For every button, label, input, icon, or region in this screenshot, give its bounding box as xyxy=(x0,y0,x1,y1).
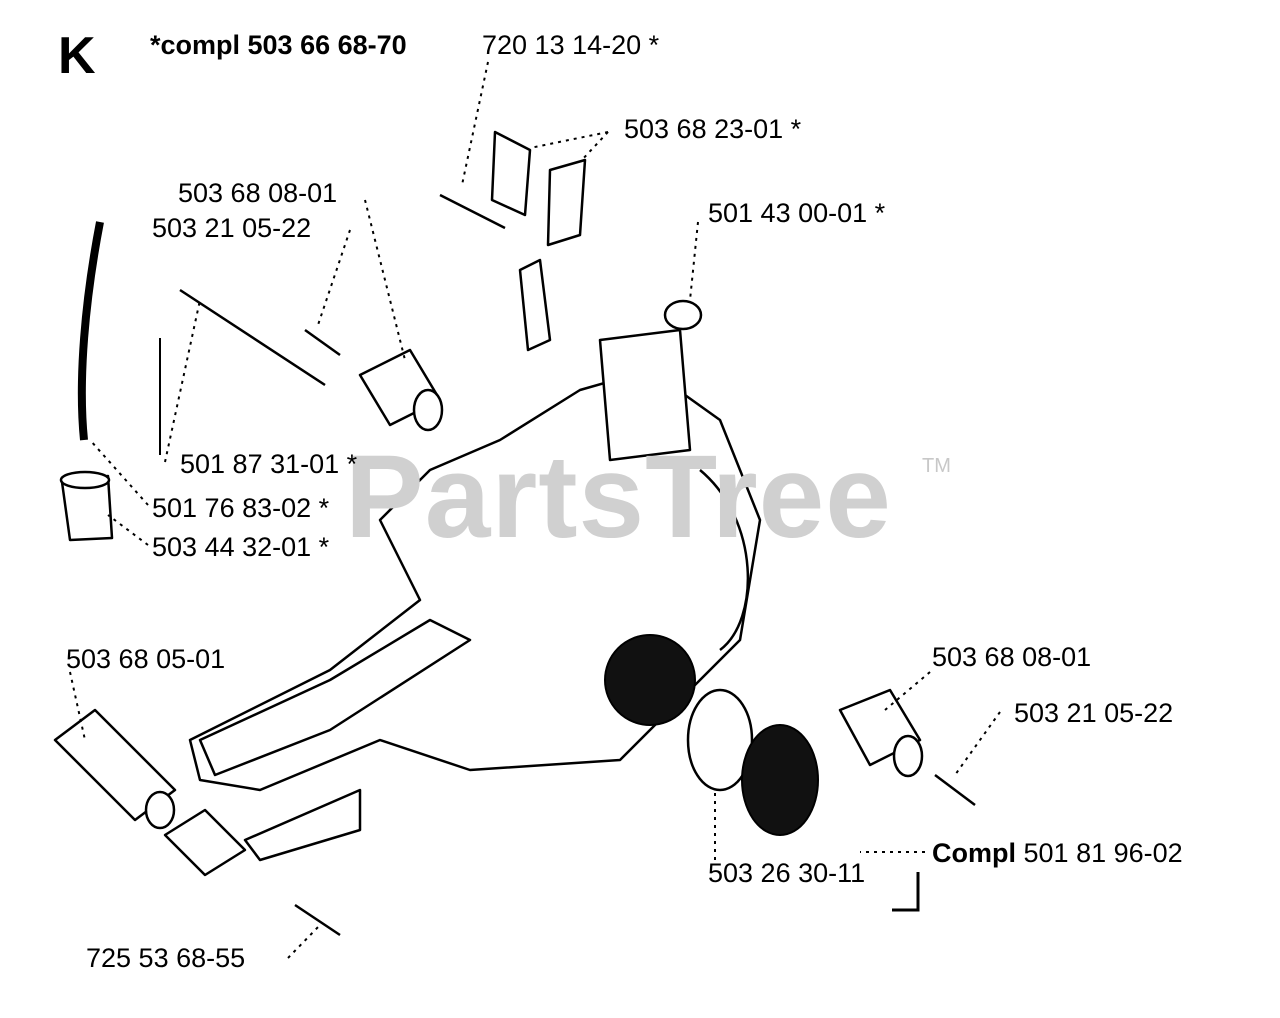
part-label-501-87-31-01: 501 87 31-01 * xyxy=(180,449,358,479)
oil-pump xyxy=(686,688,819,836)
bracket-plates xyxy=(490,130,587,352)
bushing-right xyxy=(838,688,924,778)
watermark: PartsTree xyxy=(345,431,892,563)
part-label-503-68-05-01: 503 68 05-01 xyxy=(66,644,226,674)
part-label-501-76-83-02: 501 76 83-02 * xyxy=(152,493,330,523)
rubber-plug xyxy=(59,470,114,542)
part-label-503-68-23-01: 503 68 23-01 * xyxy=(624,114,802,144)
nut xyxy=(663,299,703,331)
part-label-501-43-00-01: 501 43 00-01 * xyxy=(708,198,886,228)
screw-long xyxy=(179,288,326,387)
part-label-720-13-14-20: 720 13 14-20 * xyxy=(482,30,660,60)
crankcase-body xyxy=(188,328,762,792)
screw-top xyxy=(439,193,506,230)
part-label-503-26-30-11: 503 26 30-11 xyxy=(708,858,866,888)
screw-small-2 xyxy=(934,774,976,806)
part-label-725-53-68-55: 725 53 68-55 xyxy=(86,943,246,973)
leader-lines xyxy=(69,61,1001,959)
part-label-503-44-32-01: 503 44 32-01 * xyxy=(152,532,330,562)
kit-label: *compl 503 66 68-70 xyxy=(150,30,407,60)
screw-small-1 xyxy=(304,328,341,357)
compl-group-label: Compl 501 81 96-02 xyxy=(932,840,1183,867)
compl-prefix: Compl xyxy=(932,838,1016,868)
fuel-hose xyxy=(77,221,104,441)
screw-bottom xyxy=(294,903,341,937)
compl-bracket xyxy=(892,872,920,912)
part-label-503-21-05-22-upper: 503 21 05-22 xyxy=(152,213,312,243)
part-label-503-68-08-01-upper: 503 68 08-01 xyxy=(178,178,338,208)
compl-number: 501 81 96-02 xyxy=(1023,838,1183,868)
section-letter: K xyxy=(58,27,96,85)
front-mount xyxy=(163,788,362,877)
part-label-503-68-08-01-lower: 503 68 08-01 xyxy=(932,642,1092,672)
part-label-503-21-05-22-lower: 503 21 05-22 xyxy=(1014,698,1174,728)
trademark-mark: TM xyxy=(922,455,951,477)
bushing-upper xyxy=(358,348,444,432)
handle-grip xyxy=(53,708,177,830)
